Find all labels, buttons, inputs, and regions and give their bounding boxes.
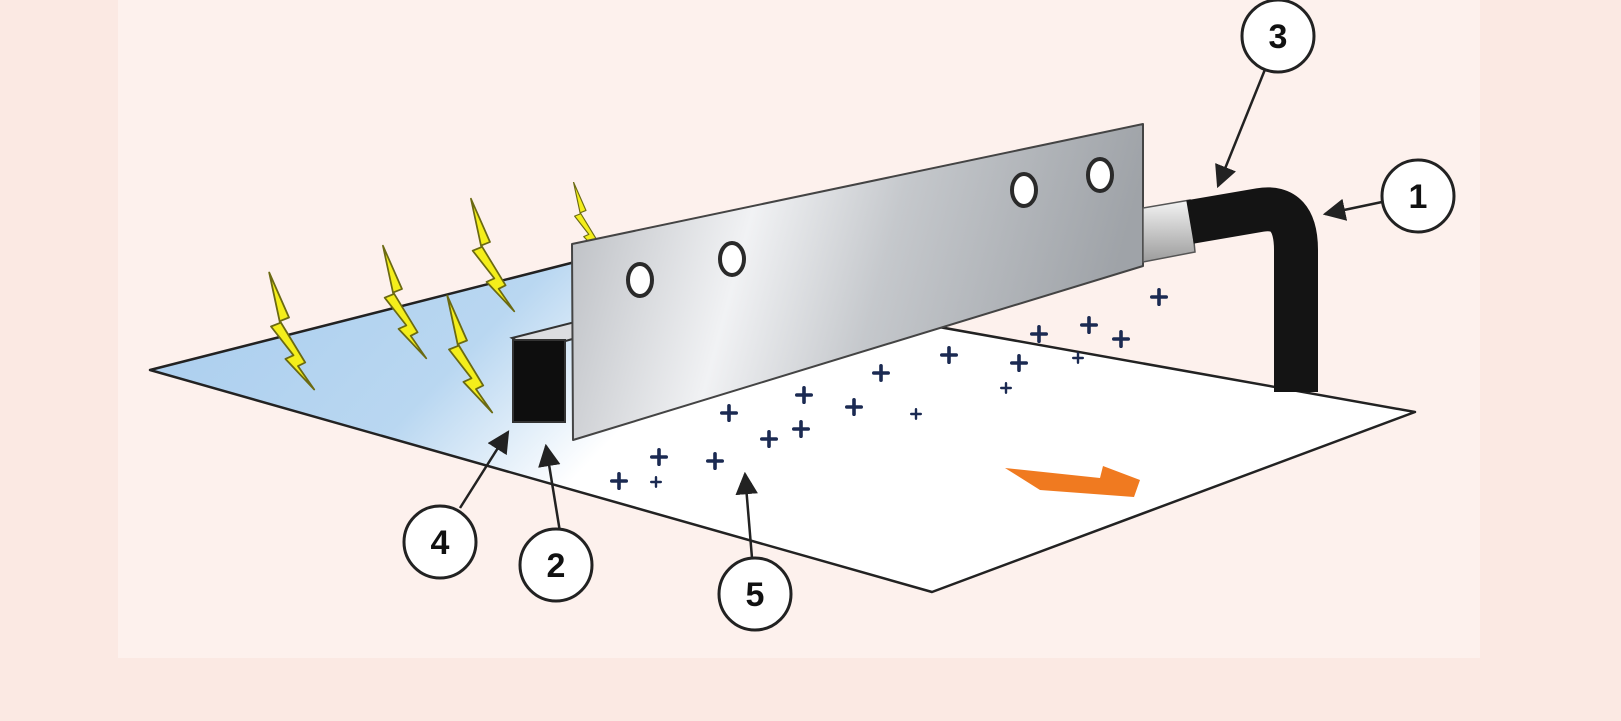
callout-5: 5 [717,556,793,632]
emitter-electrode [512,339,566,423]
leader-line-5 [735,471,758,559]
direction-arrow-icon [1005,466,1140,497]
bar-hole [626,262,654,298]
leader-line-1 [1322,198,1383,221]
callouts: 1 2 3 4 5 [402,0,1456,632]
leader-line-2 [538,443,562,533]
callout-1-label: 1 [1409,178,1428,216]
leader-line-3 [1215,61,1270,189]
callout-5-label: 5 [746,576,765,614]
leader-line-4 [458,430,510,509]
power-cable [1142,187,1318,392]
bar-hole [1086,157,1114,193]
cable-sleeve [1142,199,1196,263]
callout-2: 2 [518,527,594,603]
callout-3-label: 3 [1269,18,1288,56]
film-sheet [148,260,1417,594]
bar-hole [718,241,746,277]
callout-2-label: 2 [547,547,566,585]
ionizer-bar [509,123,1144,441]
callout-1: 1 [1380,158,1456,234]
callout-3: 3 [1240,0,1316,74]
callout-4-label: 4 [431,524,450,562]
cable-body [1186,187,1318,392]
callout-leaders [458,61,1383,559]
bar-hole [1010,172,1038,208]
callout-4: 4 [402,504,478,580]
bar-face [571,123,1144,441]
